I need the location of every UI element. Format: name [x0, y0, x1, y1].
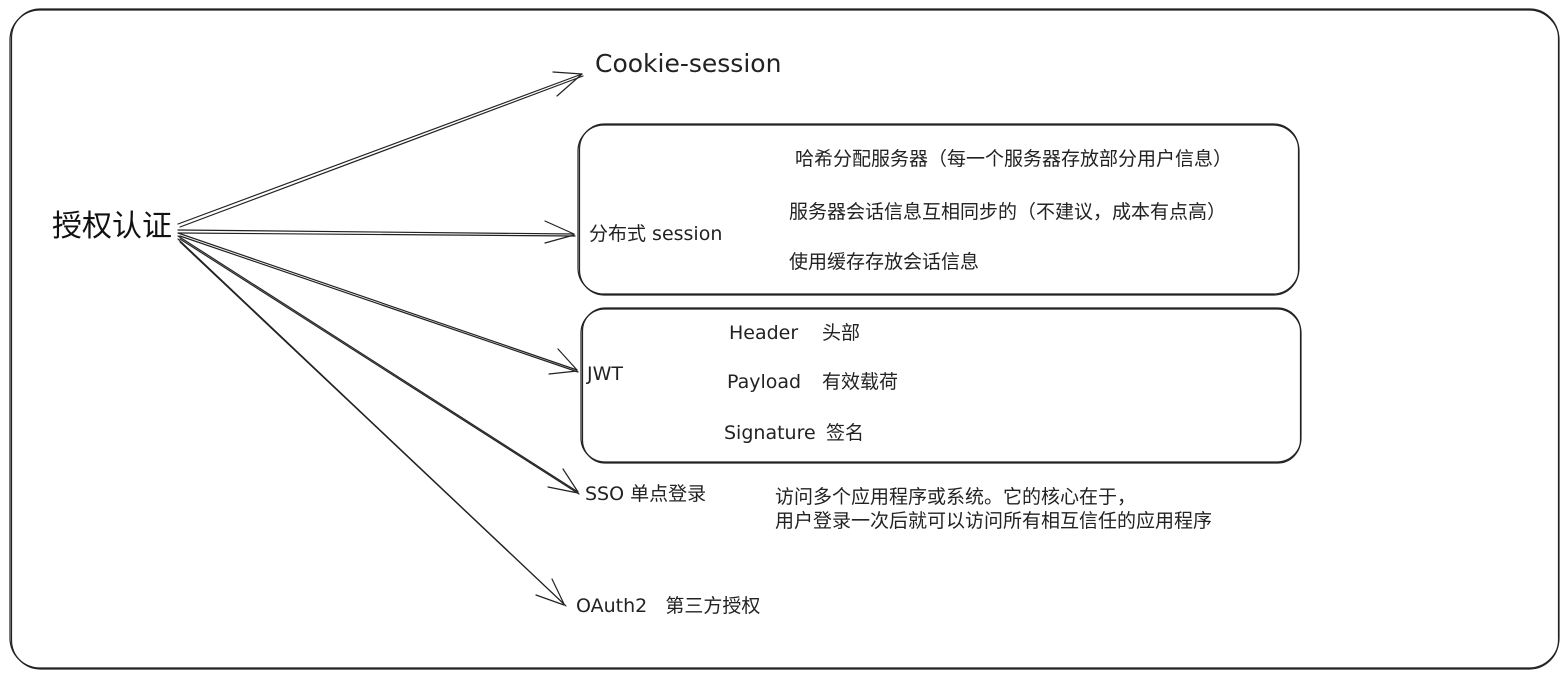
outer-frame [9, 8, 1560, 670]
jwt-part-desc: 头部 [822, 322, 861, 344]
jwt-box [580, 307, 1302, 464]
sso-note-line: 访问多个应用程序或系统。它的核心在于， [775, 486, 1137, 508]
jwt-label: JWT [587, 363, 623, 385]
sso-label: SSO 单点登录 [585, 483, 707, 505]
jwt-part-name: Signature [724, 422, 816, 444]
oauth2-label: OAuth2 第三方授权 [576, 595, 761, 617]
distributed-session-label: 分布式 session [589, 223, 723, 245]
arrow-cookie-session [177, 71, 584, 228]
arrow-distributed-session [177, 220, 576, 244]
distributed-session-item: 哈希分配服务器（每一个服务器存放部分用户信息） [795, 148, 1233, 170]
jwt-part-desc: 有效载荷 [822, 371, 899, 393]
distributed-session-item: 使用缓存存放会话信息 [789, 251, 980, 273]
arrow-sso [177, 235, 580, 495]
jwt-part-desc: 签名 [826, 422, 865, 444]
root-node-label: 授权认证 [52, 209, 172, 244]
arrow-jwt [177, 232, 579, 375]
sso-note-line: 用户登录一次后就可以访问所有相互信任的应用程序 [775, 510, 1213, 532]
cookie-session-label: Cookie-session [595, 49, 782, 78]
distributed-session-box [577, 123, 1300, 296]
jwt-part-name: Payload [727, 371, 802, 393]
distributed-session-item: 服务器会话信息互相同步的（不建议，成本有点高） [789, 201, 1227, 223]
arrows [177, 71, 584, 607]
jwt-part-name: Header [729, 322, 799, 344]
arrow-oauth2 [177, 238, 567, 607]
